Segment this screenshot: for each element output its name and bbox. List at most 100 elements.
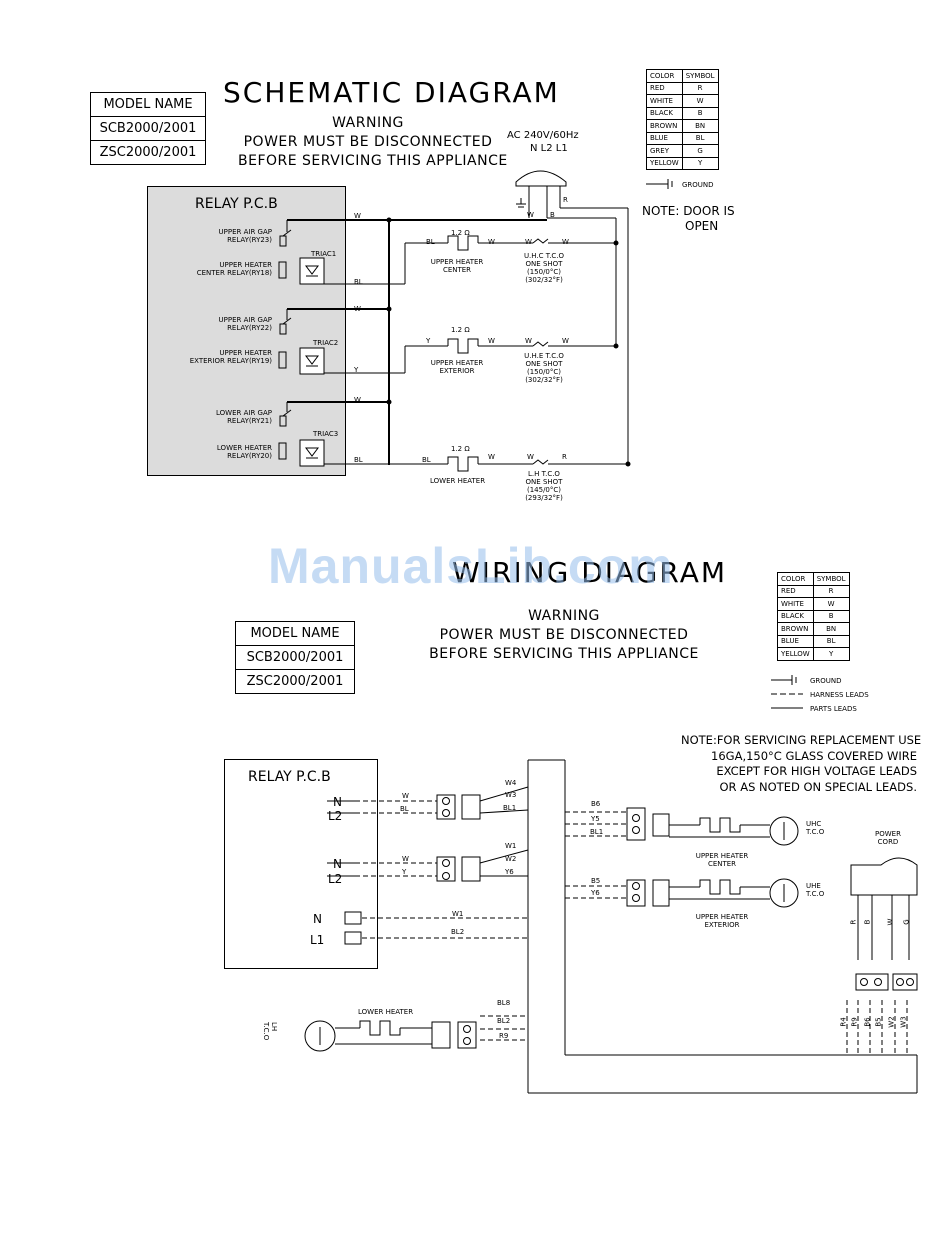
pcb-terminal: L2 [328,872,343,886]
pcb-terminal: N [333,857,342,871]
heater-ohm: 1.2 Ω [451,326,470,334]
connector-icon [431,1021,451,1049]
connector-icon [461,794,481,820]
wire-label: W [488,453,495,461]
connector-icon [436,794,456,820]
cord-pin-label: R9 [850,1017,859,1027]
schematic-title: SCHEMATIC DIAGRAM [223,76,560,109]
triac-label: TRIAC2 [313,339,339,347]
lead-label: BL8 [497,999,511,1007]
connector-icon [626,879,646,907]
wire-label: W [488,238,495,246]
wiring-warning: WARNING POWER MUST BE DISCONNECTED BEFOR… [429,608,699,662]
heater-ohm: 1.2 Ω [451,229,470,237]
connector-icon [461,856,481,882]
warning-line: POWER MUST BE DISCONNECTED [243,134,493,150]
model-item: ZSC2000/2001 [246,674,344,689]
plug-icon [515,170,567,187]
legend-harness: HARNESS LEADS [810,691,869,699]
model-item: SCB2000/2001 [91,117,205,141]
wire-label: Y [426,337,431,345]
warning-line: BEFORE SERVICING THIS APPLIANCE [238,153,508,169]
pcb-terminal: N [333,795,342,809]
lead-label: BL [400,805,409,813]
warning-title: WARNING [332,115,404,131]
wire-label: BL [422,456,431,464]
heater-label: LOWER HEATER [358,1008,414,1016]
heater-ohm: 1.2 Ω [451,445,470,453]
lead-label: W3 [505,791,517,799]
lead-label: BL2 [497,1017,511,1025]
wire-label: W [562,337,569,345]
model-header: MODEL NAME [236,622,354,646]
wire-label: W [354,212,361,220]
lead-label: W2 [505,855,517,863]
power-cord-icon [850,857,918,896]
triac-label: TRIAC1 [311,250,337,258]
watermark: ManualsLib.com [268,538,674,594]
relay-pcb-label: RELAY P.C.B [195,196,278,212]
cord-pin-label: W2 [887,1016,896,1028]
tco-icon [769,878,799,908]
connector-icon [652,813,670,837]
connector-icon [626,807,646,841]
wire-label: W [354,305,361,313]
supply-terminals: N L2 L1 [530,143,568,154]
wire-label: W [527,211,534,219]
wire-label: W [488,337,495,345]
wire-label: W [525,238,532,246]
model-header: MODEL NAME [91,93,205,117]
wire-label: W [527,453,534,461]
cord-pin-label: W3 [899,1016,908,1028]
model-item: SCB2000/2001 [236,646,354,670]
lead-label: BL1 [590,828,604,836]
connector-icon [652,879,670,907]
pcb-terminal: N [313,912,322,926]
wire-label: BL [354,278,363,286]
lead-label: BL1 [503,804,517,812]
connector-icon [436,856,456,882]
lead-label: W1 [452,910,464,918]
schematic-model-box: MODEL NAME SCB2000/2001 ZSC2000/2001 [90,92,206,165]
lead-label: Y5 [591,815,600,823]
wire-label: B [550,211,555,219]
cord-wire-label: B [863,919,872,925]
relay-pcb-box-wiring [224,759,378,969]
wire-label: R [562,453,567,461]
legend-parts: PARTS LEADS [810,705,857,713]
connector-icon [855,973,889,991]
lead-label: W [402,855,409,863]
lead-label: R9 [499,1032,509,1040]
wire-label: Y [354,366,359,374]
supply-label: AC 240V/60Hz [507,130,579,141]
cord-wire-label: G [902,919,911,925]
relay-pcb-box [147,186,346,476]
ground-legend-label: GROUND [682,181,714,189]
cord-pin-label: B5 [874,1017,883,1027]
wire-label: R [563,196,568,204]
triac-label: TRIAC3 [313,430,339,438]
lead-label: Y6 [591,889,600,897]
cord-pin-label: R4 [839,1017,848,1027]
relay-pcb-label-wiring: RELAY P.C.B [248,769,331,785]
pcb-terminal: L2 [328,809,343,823]
pcb-terminal: L1 [310,933,325,947]
model-item: ZSC2000/2001 [99,145,197,160]
wire-label: BL [426,238,435,246]
wiring-note: NOTE:FOR SERVICING REPLACEMENT USE 16GA,… [681,733,922,794]
wire-label: W [525,337,532,345]
connector-icon [457,1021,477,1049]
